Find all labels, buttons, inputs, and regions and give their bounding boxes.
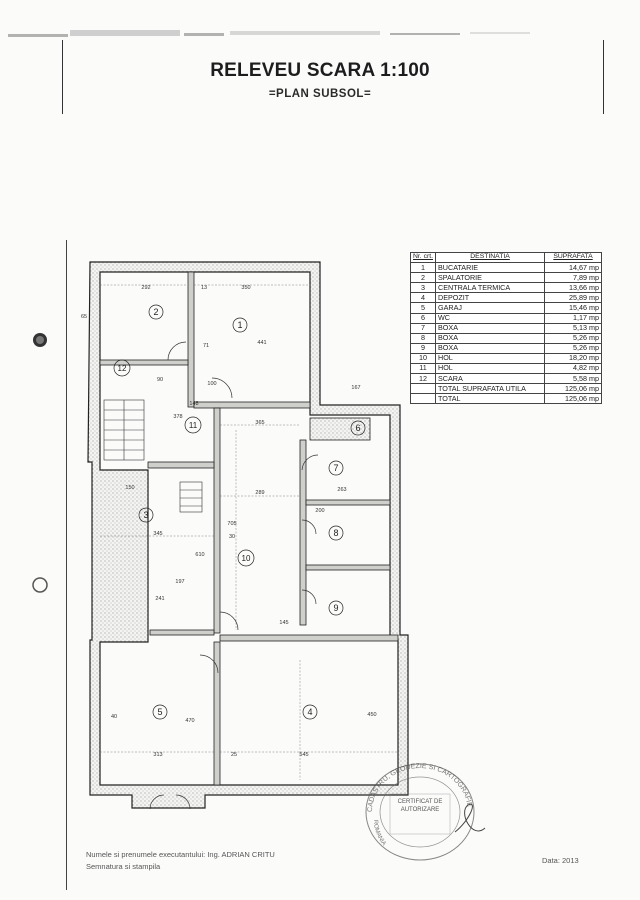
dimension-value: 313 [153,752,162,758]
room-6-label: 6 [350,420,366,436]
room-12-number: 12 [118,364,127,373]
room-10-label: 10 [237,549,255,567]
page-subtitle: =PLAN SUBSOL= [268,88,372,100]
room-7-number: 7 [333,463,338,473]
dimension-value: 30 [229,534,235,540]
dimension-value: 350 [241,285,250,291]
page-title: RELEVEU SCARA 1:100 [210,60,430,81]
dimension-value: 145 [279,620,288,626]
room-8-number: 8 [333,528,338,538]
svg-text:ROMANIA: ROMANIA [372,820,387,847]
row-number [409,393,437,405]
room-4-label: 4 [302,704,318,720]
dimension-value: 148 [189,401,198,407]
dimension-value: 705 [227,521,236,527]
scan-noise [8,30,530,37]
room-6-number: 6 [355,423,360,433]
dimension-value: 345 [153,531,162,537]
dimension-value: 470 [185,718,194,724]
dimension-lines [100,284,398,780]
stamp-center-text: CERTIFICAT DE AUTORIZARE [397,799,443,813]
room-9-number: 9 [333,603,338,613]
margin-line [66,240,67,890]
room-9-label: 9 [328,600,344,616]
room-5-number: 5 [157,707,162,717]
dimension-value: 71 [203,343,209,349]
dimension-value: 13 [201,285,207,291]
dimension-value: 167 [351,385,360,391]
dimension-value: 100 [207,381,216,387]
room-4-number: 4 [307,707,312,717]
dimension-value: 25 [231,752,237,758]
room-1-number: 1 [237,320,242,330]
dimension-value: 450 [367,712,376,718]
stairs [103,399,203,513]
dimension-value: 65 [81,314,87,320]
dimension-value: 378 [173,414,182,420]
document-date: Data: 2013 [542,856,579,865]
binder-hole-icon [33,333,47,347]
dimension-value: 40 [111,714,117,720]
binder-hole-icon [32,577,48,593]
dimension-numbers: 292 350 13 441 71 90 100 148 378 365 167… [81,285,377,758]
dimension-value: 545 [299,752,308,758]
executant-name: Numele si prenumele executantului: Ing. … [86,850,275,859]
room-labels: 1 2 3 4 5 6 7 8 9 10 11 12 [113,304,366,720]
room-5-label: 5 [152,704,168,720]
dimension-value: 441 [257,340,266,346]
title-frame [62,40,604,114]
dimension-value: 200 [315,508,324,514]
room-3-number: 3 [143,510,148,520]
dimension-value: 150 [125,485,134,491]
dimension-value: 197 [175,579,184,585]
dimension-value: 289 [255,490,264,496]
outer-walls [87,261,409,809]
cadastre-stamp: CADASTRU, GEODEZIE SI CARTOGRAFIE ROMANI… [365,763,486,861]
dimension-value: 292 [141,285,150,291]
room-12-label: 12 [113,359,131,377]
room-8-label: 8 [328,525,344,541]
stamp-ring-bottom: ROMANIA [372,820,387,847]
room-7-label: 7 [328,460,344,476]
room-11-label: 11 [184,416,202,434]
row-area: 125,06 mp [544,393,603,405]
room-2-number: 2 [153,307,158,317]
door-swings [149,341,319,810]
dimension-value: 263 [337,487,346,493]
dimension-value: 365 [255,420,264,426]
room-3-label: 3 [138,507,154,523]
signature-label: Semnatura si stampila [86,862,161,871]
dimension-value: 241 [155,596,164,602]
signature-icon [454,803,486,833]
room-10-number: 10 [242,554,251,563]
room-11-number: 11 [189,421,198,430]
dimension-value: 610 [195,552,204,558]
room-2-label: 2 [148,304,164,320]
dimension-value: 90 [157,377,163,383]
room-1-label: 1 [232,317,248,333]
